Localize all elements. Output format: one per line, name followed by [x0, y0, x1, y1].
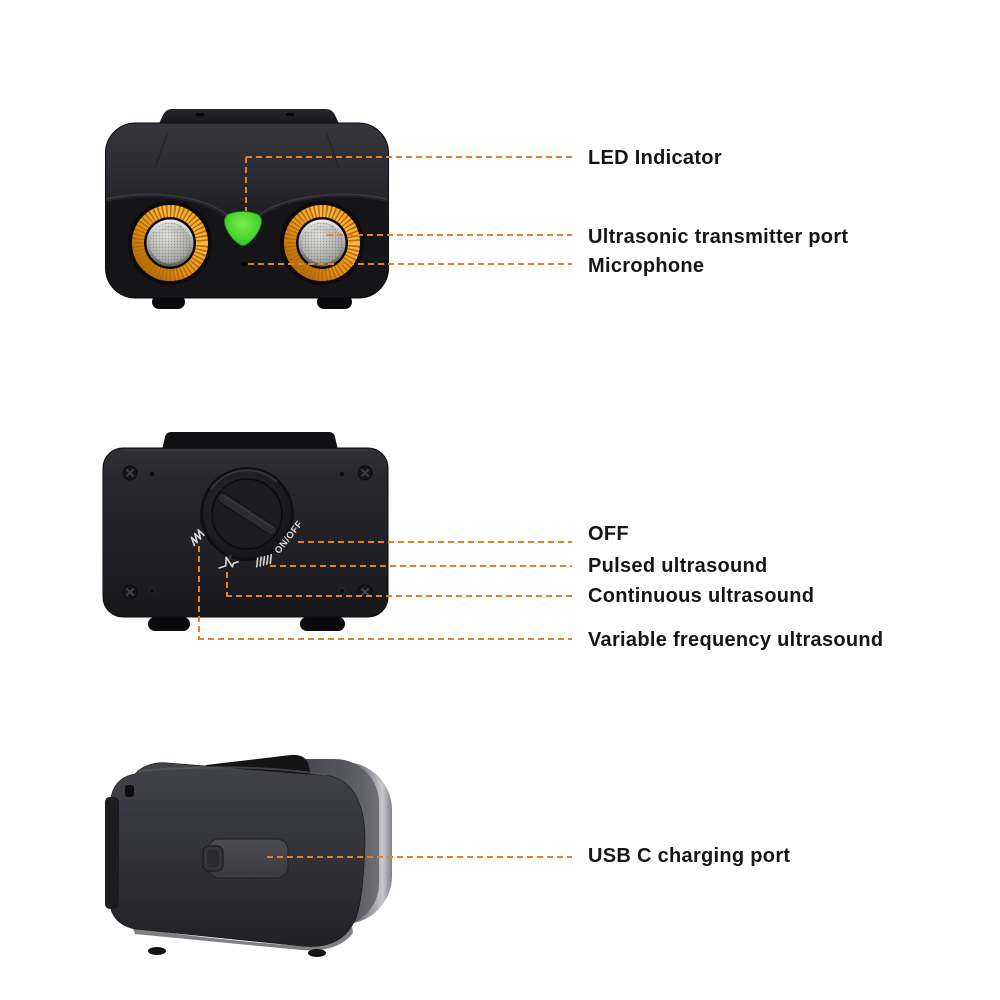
callout-label-ultrasonic: Ultrasonic transmitter port — [588, 226, 849, 248]
leader-line-continuous — [226, 595, 572, 597]
dial-slot-handle — [217, 492, 277, 536]
top-view-illustration: ON/OFF — [102, 432, 389, 631]
leader-line-led — [246, 156, 572, 158]
pulse-wave-icon — [255, 554, 273, 568]
variable-frequency-wave-icon — [190, 529, 205, 547]
callout-label-variable: Variable frequency ultrasound — [588, 629, 884, 651]
leader-line-pulsed — [270, 565, 572, 567]
callout-label-usb: USB C charging port — [588, 845, 791, 867]
top-feet — [148, 617, 345, 631]
leader-line-variable — [198, 638, 572, 640]
side-view-illustration — [105, 754, 392, 957]
callout-label-microphone: Microphone — [588, 255, 705, 277]
usb-c-port-cover — [202, 838, 289, 879]
leader-line-ultrasonic — [327, 234, 572, 236]
led-indicator-triangle — [224, 211, 262, 246]
leader-line-variable-vertical — [198, 546, 200, 639]
continuous-wave-icon — [218, 556, 239, 569]
ultrasonic-transducer-left — [128, 201, 212, 285]
side-front-edge — [105, 797, 119, 909]
front-view-illustration — [105, 109, 389, 309]
leader-line-microphone — [248, 263, 572, 265]
leader-line-off — [298, 541, 572, 543]
leader-line-led-vertical — [245, 157, 247, 211]
callout-label-led: LED Indicator — [588, 147, 722, 169]
callout-label-continuous: Continuous ultrasound — [588, 585, 815, 607]
ultrasonic-transducer-right — [280, 201, 364, 285]
callout-label-pulsed: Pulsed ultrasound — [588, 555, 768, 577]
leader-line-continuous-vertical — [226, 572, 228, 596]
callout-label-off: OFF — [588, 523, 629, 545]
microphone-hole — [240, 261, 248, 267]
corner-screws — [122, 465, 373, 600]
top-cap — [162, 432, 338, 450]
mode-dial — [200, 467, 294, 562]
leader-line-usb — [267, 856, 572, 858]
